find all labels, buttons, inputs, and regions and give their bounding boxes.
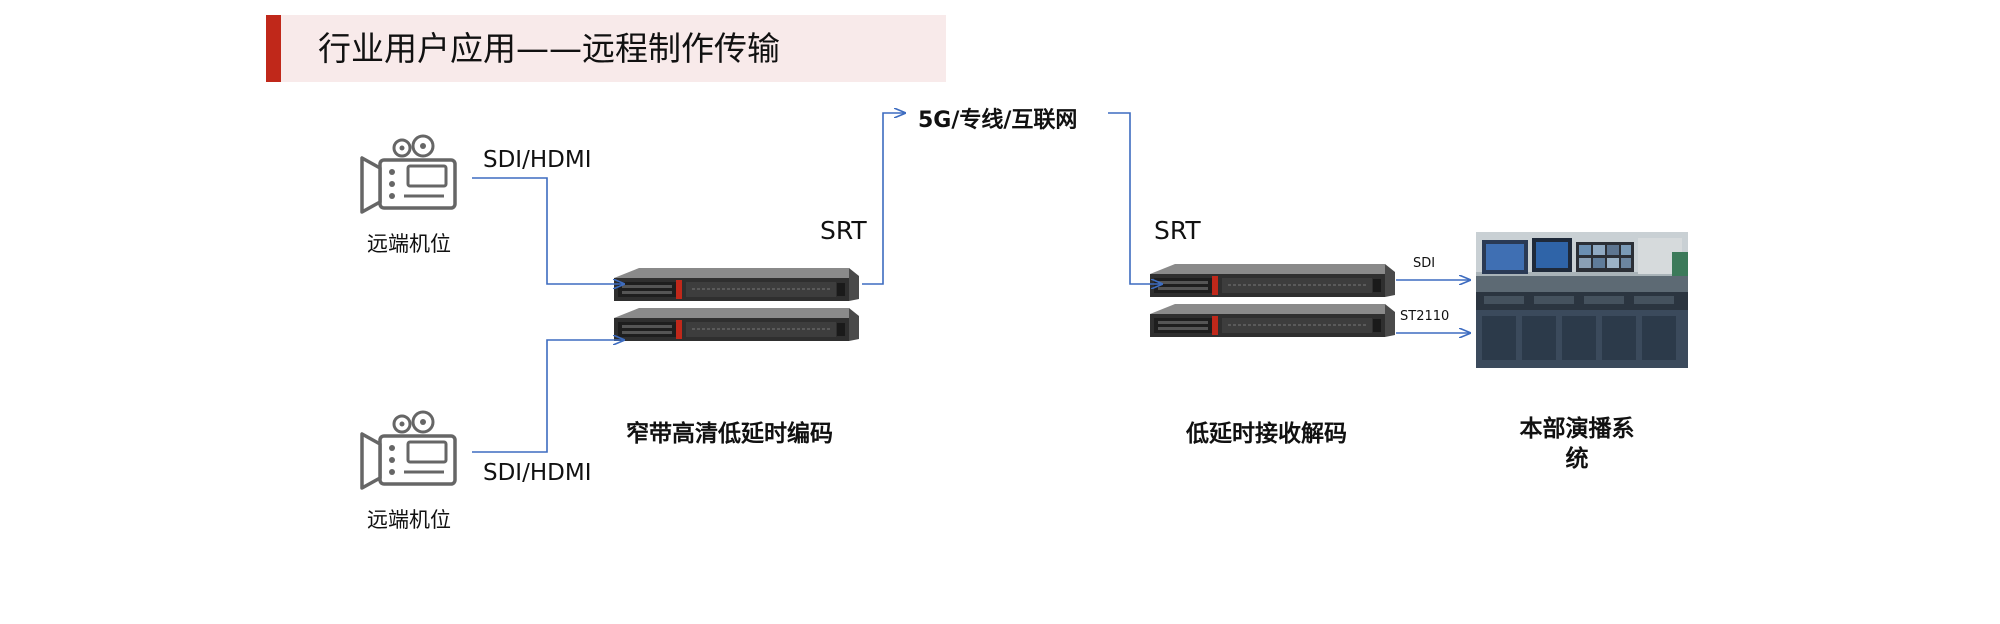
camera1-label: 远端机位 bbox=[367, 232, 451, 256]
camera1-to-encoder-arrow bbox=[472, 177, 624, 284]
studio-control-room-image bbox=[1476, 232, 1688, 368]
decoder-caption: 低延时接收解码 bbox=[1186, 421, 1347, 447]
encoder-server-icon bbox=[613, 267, 860, 302]
camera1-signal-label: SDI/HDMI bbox=[483, 147, 592, 173]
encoder-caption: 窄带高清低延时编码 bbox=[626, 421, 833, 447]
encoder-server-icon bbox=[613, 307, 860, 342]
studio-caption-line2: 统 bbox=[1565, 446, 1589, 472]
decoder-protocol-label: SRT bbox=[1154, 216, 1201, 245]
camera-icon bbox=[360, 410, 457, 490]
decoder-server-icon bbox=[1149, 263, 1396, 298]
page-title: 行业用户应用——远程制作传输 bbox=[318, 29, 780, 68]
encoder-to-network-arrow bbox=[862, 113, 905, 285]
st2110-output-label: ST2110 bbox=[1400, 309, 1450, 324]
camera2-label: 远端机位 bbox=[367, 508, 451, 532]
camera2-signal-label: SDI/HDMI bbox=[483, 460, 592, 486]
sdi-output-label: SDI bbox=[1413, 256, 1436, 271]
camera-icon bbox=[360, 134, 457, 214]
studio-caption-line1: 本部演播系 bbox=[1519, 416, 1635, 442]
camera2-to-encoder-arrow bbox=[472, 340, 624, 453]
decoder-server-icon bbox=[1149, 303, 1396, 338]
title-bar bbox=[266, 15, 946, 82]
studio-caption: 本部演播系 统 bbox=[1502, 414, 1652, 474]
title-accent-bar bbox=[266, 15, 281, 82]
encoder-protocol-label: SRT bbox=[820, 216, 867, 245]
network-to-decoder-arrow bbox=[1108, 112, 1162, 284]
network-label: 5G/专线/互联网 bbox=[918, 108, 1078, 133]
